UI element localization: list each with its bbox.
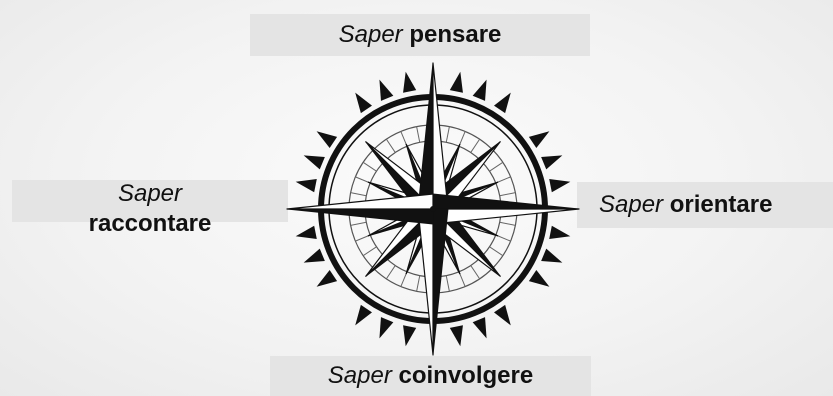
outer-tick	[317, 131, 338, 148]
outer-tick	[549, 179, 570, 192]
outer-tick	[304, 155, 325, 169]
label-word: raccontare	[89, 210, 212, 237]
label-word: pensare	[409, 21, 501, 48]
outer-tick	[379, 80, 393, 101]
cardinal-point-dark	[433, 194, 579, 209]
band-tick	[471, 266, 480, 279]
band-tick	[351, 193, 367, 196]
center-dot	[430, 206, 436, 212]
cardinal-point-dark	[287, 209, 433, 224]
label-word: orientare	[670, 191, 773, 218]
cardinal-point-light	[418, 209, 433, 355]
outer-tick	[473, 317, 487, 338]
band-tick	[490, 162, 503, 171]
band-tick	[363, 162, 376, 171]
band-tick	[471, 139, 480, 152]
compass-rose	[287, 63, 579, 355]
outer-tick	[541, 249, 562, 263]
outer-tick	[473, 80, 487, 101]
label-word: coinvolgere	[399, 362, 534, 389]
band-tick	[386, 139, 395, 152]
cardinal-point-dark	[418, 63, 433, 209]
outer-tick	[450, 72, 463, 93]
outer-tick	[494, 305, 511, 326]
outer-tick	[450, 325, 463, 346]
outer-tick	[317, 270, 338, 287]
outer-tick	[403, 325, 416, 346]
label-prefix: Saper	[599, 191, 663, 218]
outer-tick	[304, 249, 325, 263]
label-saper-pensare: Saper pensare	[250, 14, 590, 56]
band-tick	[417, 276, 420, 292]
band-tick	[363, 247, 376, 256]
label-prefix: Saper	[328, 362, 392, 389]
band-tick	[500, 193, 516, 196]
outer-tick	[549, 226, 570, 239]
outer-tick	[296, 226, 317, 239]
band-tick	[386, 266, 395, 279]
outer-tick	[541, 155, 562, 169]
cardinal-point-dark	[433, 209, 448, 355]
band-tick	[500, 222, 516, 225]
band-tick	[351, 222, 367, 225]
outer-tick	[379, 317, 393, 338]
cardinal-point-light	[433, 209, 579, 224]
band-tick	[417, 127, 420, 143]
outer-tick	[355, 305, 372, 326]
outer-tick	[403, 72, 416, 93]
label-saper-coinvolgere: Saper coinvolgere	[270, 356, 591, 396]
label-saper-orientare: Saper orientare	[577, 182, 833, 228]
band-tick	[446, 276, 449, 292]
outer-tick	[529, 131, 550, 148]
cardinal-point-light	[287, 194, 433, 209]
compass-rose-icon	[286, 62, 580, 356]
band-tick	[446, 127, 449, 143]
label-prefix: Saper	[118, 180, 182, 207]
label-saper-raccontare: Saper raccontare	[12, 180, 288, 222]
outer-tick	[529, 270, 550, 287]
outer-tick	[296, 179, 317, 192]
cardinal-point-light	[433, 63, 448, 209]
outer-tick	[494, 93, 511, 114]
label-prefix: Saper	[339, 21, 403, 48]
outer-tick	[355, 93, 372, 114]
band-tick	[490, 247, 503, 256]
